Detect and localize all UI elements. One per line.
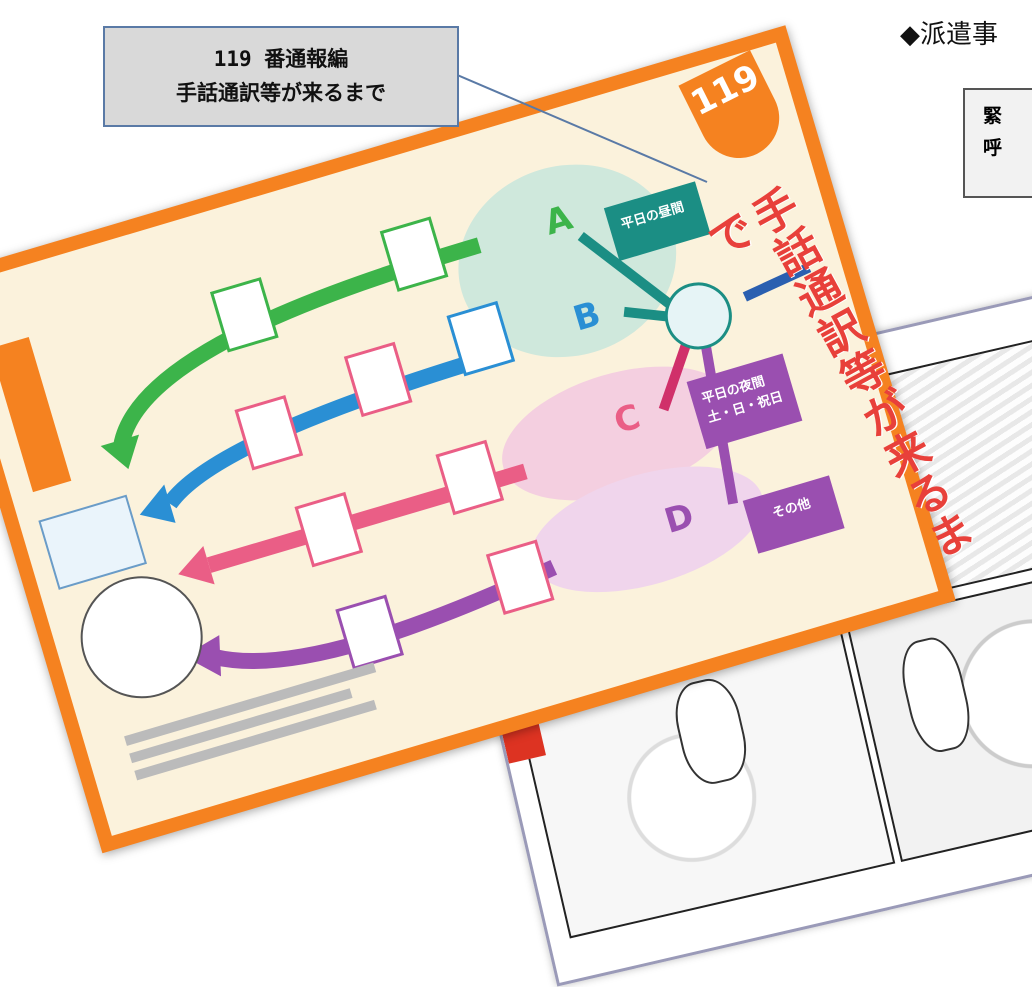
callout-line-1: 119 番通報編 [213,47,349,71]
blue-route [163,343,513,509]
left-banner [0,336,72,493]
note-line: 緊 [983,105,1003,127]
staff-portrait [379,216,449,292]
hospital-icon [38,494,147,590]
callout-pointer [455,73,708,183]
footnote-line [124,662,377,746]
center-staff-portrait [485,539,555,615]
flow-diagram: 平日の昼間 平日の夜間 土・日・祝日 その他 A B C D [0,164,845,781]
note-box: 緊 呼 [963,88,1032,198]
weekday-box [603,181,711,262]
night-area [502,366,735,501]
interpreter-portrait [209,277,279,353]
night-box [686,353,803,450]
purple-arrowhead [183,635,222,677]
center-staff-portrait [343,341,413,418]
note-line: 呼 [983,137,1003,159]
blue-arrowhead [139,484,176,523]
center-staff-portrait [435,439,505,516]
pink-arrowhead [178,545,215,585]
blue-inbound-arrow [742,262,812,302]
callout-line-2: 手話通訳等が来るまで [176,81,386,105]
interpreter-portrait [335,594,405,671]
speech-bubble [894,632,978,758]
footnote-line [134,699,377,781]
staff-portrait [446,300,516,377]
footnote-line [129,688,353,764]
callout-box: 119 番通報編 手話通訳等が来るまで [103,26,459,127]
other-box [742,475,845,554]
green-arrowhead [100,434,140,470]
hospital-scene-circle [80,576,203,699]
speech-bubble [668,673,754,790]
other-area [530,466,763,593]
section-heading: ◆派遣事 [900,20,998,50]
interpreter-portrait [234,394,304,471]
dispatcher-icon [664,282,732,350]
interpreter-portrait [294,491,364,568]
brochure-page: 平日の昼間 平日の夜間 土・日・祝日 その他 A B C D [0,42,939,836]
brochure-spread: 平日の昼間 平日の夜間 土・日・祝日 その他 A B C D 119 手話通訳等… [0,25,981,854]
